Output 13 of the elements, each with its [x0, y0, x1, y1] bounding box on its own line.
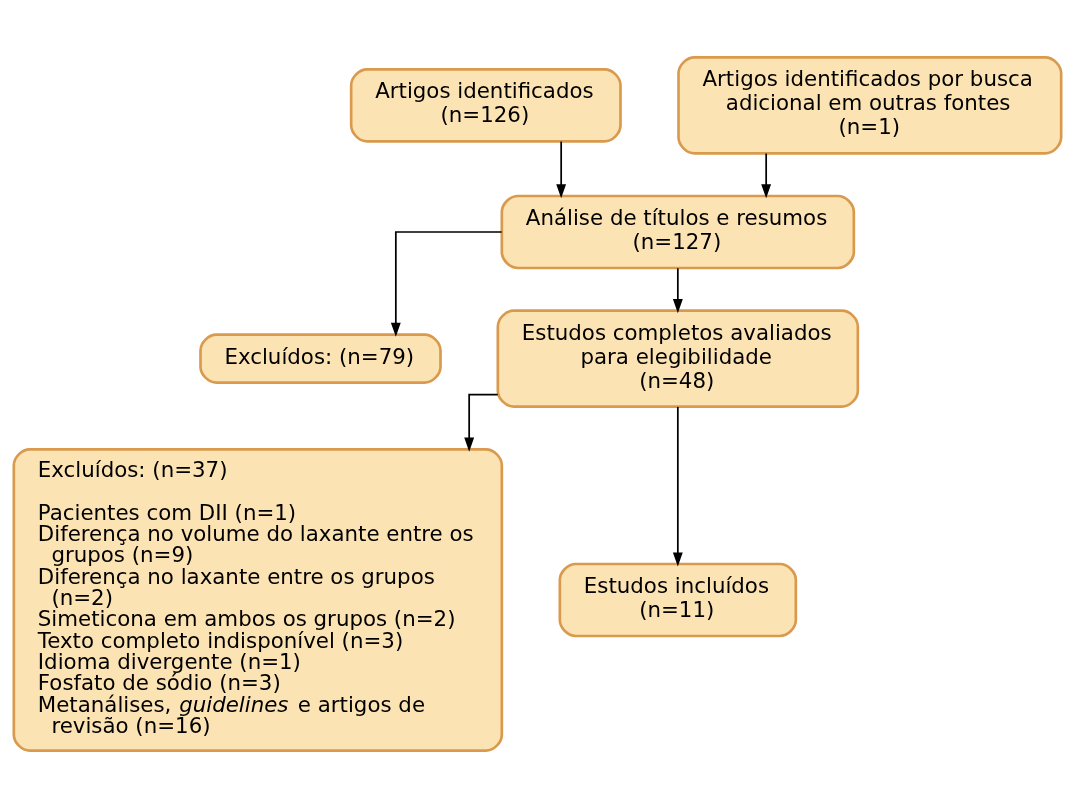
arrow	[761, 152, 772, 198]
arrow	[672, 266, 683, 313]
arrow	[464, 393, 499, 452]
node-box: Artigos identificados (n=126)	[349, 67, 622, 143]
node-box: Estudos completos avaliados para elegibilidade (n=48)	[496, 308, 860, 408]
node-box: Excluídos: (n=37) Pacientes com DII (n=1) Diferença no volume do laxante entre os grupos (n=9) Diferença no laxante entre os grupos (n=2) Simeticona em ambos os grupos (n=2) Texto completo indisponível (n=3) Idioma divergente (n=1) Fosfato de sódio (n=3) Metanálises, guidelines e artigos de revisão (n=16)	[12, 447, 504, 752]
node-box: Estudos incluídos (n=11)	[558, 562, 798, 637]
arrow	[672, 405, 683, 567]
arrow	[390, 230, 503, 337]
node-box: Análise de títulos e resumos (n=127)	[500, 194, 856, 269]
arrow	[556, 140, 567, 198]
node-box: Artigos identificados por busca adicional em outras fontes (n=1)	[677, 55, 1063, 155]
node-box: Excluídos: (n=79)	[199, 332, 442, 384]
